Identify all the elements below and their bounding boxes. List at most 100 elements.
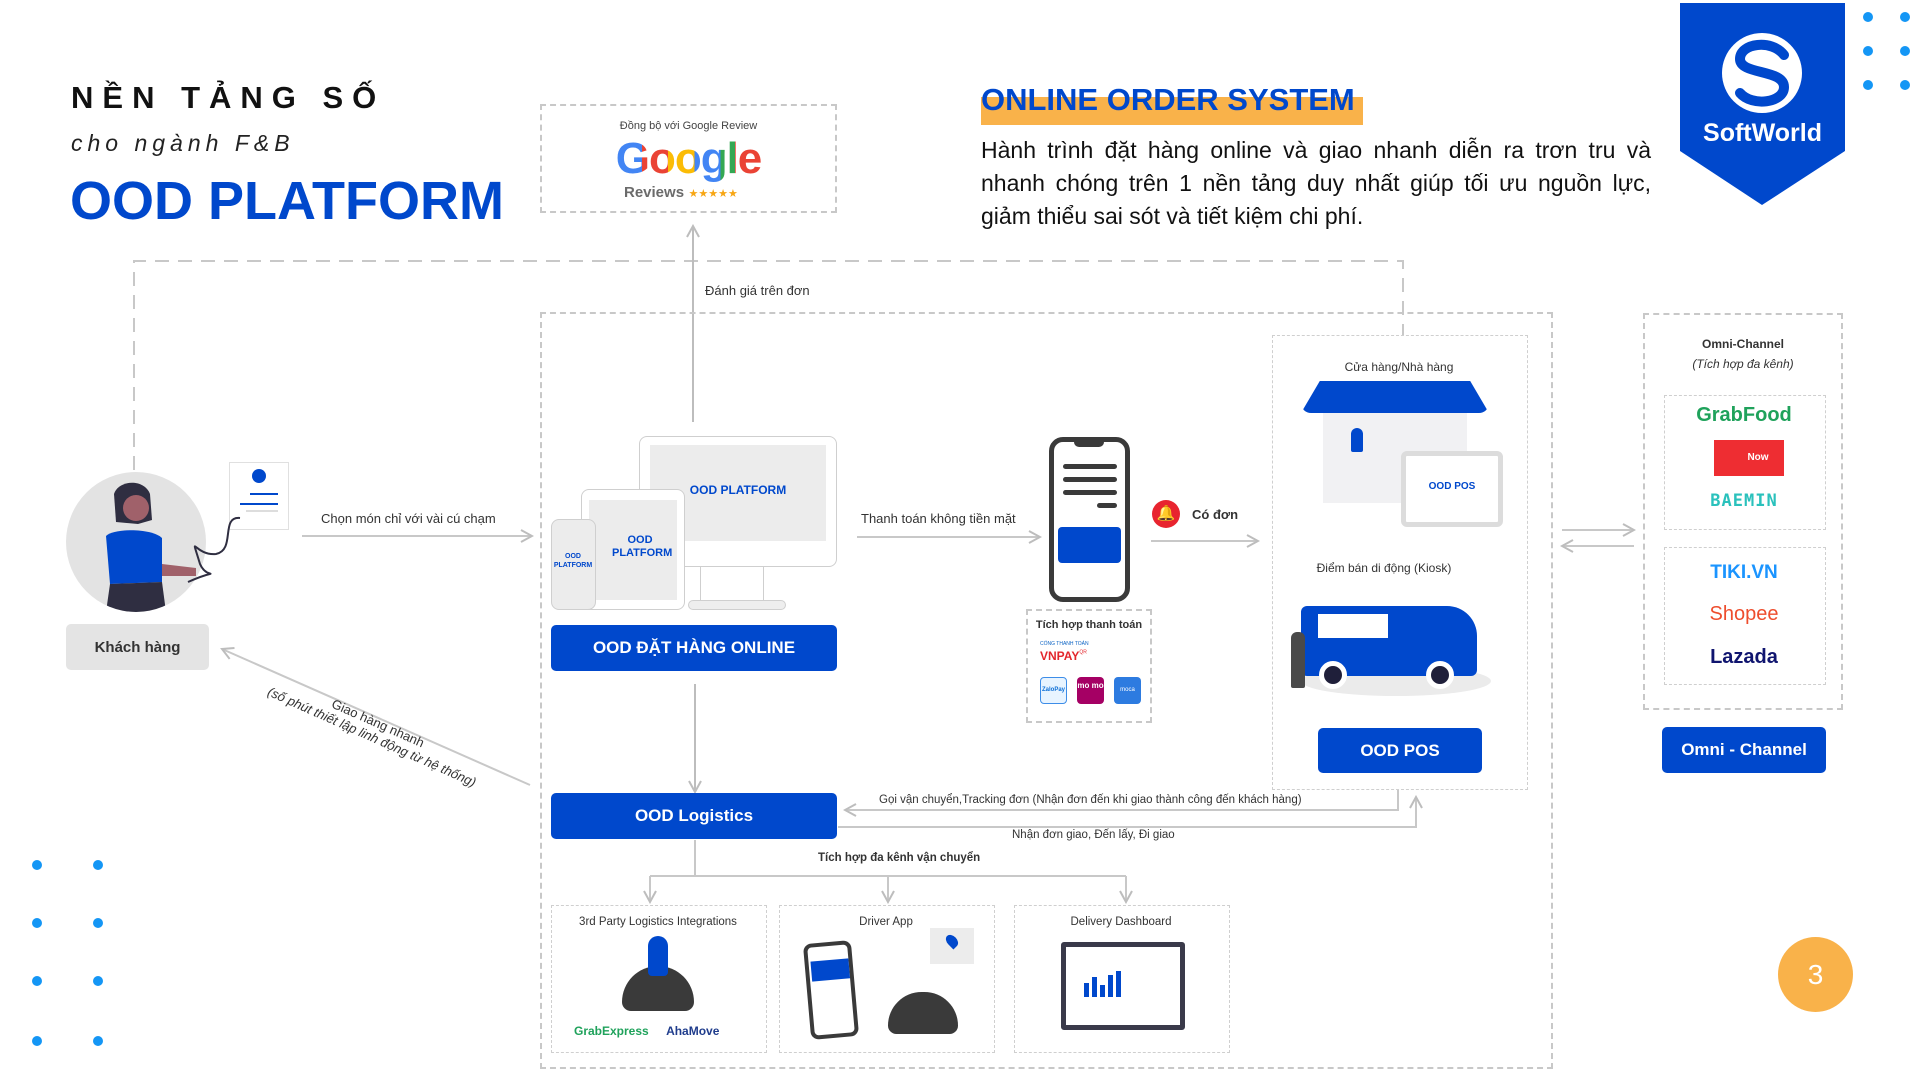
vnpay-sup: QR xyxy=(1079,649,1087,656)
online-order-button[interactable]: OOD ĐẶT HÀNG ONLINE xyxy=(551,625,837,671)
dashboard-monitor-icon xyxy=(1061,942,1185,1030)
lazada-logo: Lazada xyxy=(1710,646,1778,668)
tablet-screen xyxy=(589,500,677,600)
moca-logo: moca xyxy=(1114,677,1141,704)
decor-dot xyxy=(1900,12,1910,22)
grabexpress-logo: GrabExpress xyxy=(574,1024,649,1038)
truck-window xyxy=(1318,614,1388,638)
pos-button[interactable]: OOD POS xyxy=(1318,728,1482,773)
rider-icon xyxy=(648,936,668,976)
omni-box: Omni-Channel (Tích hợp đa kênh) GrabFood… xyxy=(1643,313,1843,710)
food-apps-group: GrabFood Now BAEMIN xyxy=(1664,395,1826,530)
momo-logo: mo mo xyxy=(1077,677,1104,704)
phone-notch xyxy=(1074,440,1104,447)
phone-line xyxy=(1063,477,1117,482)
vnpay-top: CỔNG THANH TOÁN xyxy=(1040,641,1089,647)
card-driver-title: Driver App xyxy=(859,916,913,928)
kiosk-label: Điểm bán di động (Kiosk) xyxy=(1316,561,1452,575)
decor-dot xyxy=(1900,80,1910,90)
decor-dot xyxy=(32,860,42,870)
chart-bar xyxy=(1084,983,1089,997)
ecommerce-group: TIKI.VN Shopee Lazada xyxy=(1664,547,1826,685)
form-line xyxy=(246,510,278,512)
page-title: OOD PLATFORM xyxy=(70,171,504,231)
logistics-card-3pl: 3rd Party Logistics Integrations GrabExp… xyxy=(551,905,767,1053)
baemin-logo: BAEMIN xyxy=(1710,491,1778,511)
logo-text: SoftWorld xyxy=(1703,119,1822,147)
page-number: 3 xyxy=(1778,937,1853,1012)
logistics-button[interactable]: OOD Logistics xyxy=(551,793,837,839)
zalopay-logo: ZaloPay xyxy=(1040,677,1067,704)
system-frame xyxy=(540,312,1553,1069)
driver-phone-icon xyxy=(802,940,860,1040)
decor-dot xyxy=(93,918,103,928)
decor-dot xyxy=(1900,46,1910,56)
call-shipping-label: Gọi vận chuyển,Tracking đơn (Nhận đơn đế… xyxy=(879,794,1302,806)
truck-wheel xyxy=(1319,661,1347,689)
header-subtitle: cho ngành F&B xyxy=(71,130,295,156)
decor-dot xyxy=(93,1036,103,1046)
chart-bar xyxy=(1116,971,1121,997)
phone-device: OOD PLATFORM xyxy=(551,519,596,610)
truck-wheel xyxy=(1426,661,1454,689)
payment-integration-box: Tích hợp thanh toán CỔNG THANH TOÁN VNPA… xyxy=(1026,609,1152,723)
customer-person-icon xyxy=(106,482,196,612)
tiki-logo: TIKI.VN xyxy=(1710,562,1778,583)
decor-dot xyxy=(1863,80,1873,90)
phone-line xyxy=(1063,464,1117,469)
cashless-edge-label: Thanh toán không tiền mặt xyxy=(861,511,1016,526)
decor-dot xyxy=(32,1036,42,1046)
review-edge-label: Đánh giá trên đơn xyxy=(705,283,810,298)
omni-channel-button[interactable]: Omni - Channel xyxy=(1662,727,1826,773)
vnpay-word: VNPAY xyxy=(1040,649,1080,663)
decor-dot xyxy=(32,976,42,986)
intro-heading-highlight xyxy=(981,97,1363,125)
now-logo: Now xyxy=(1714,440,1784,476)
logistics-card-dashboard: Delivery Dashboard xyxy=(1014,905,1230,1053)
form-line xyxy=(240,503,278,505)
pos-box: Cửa hàng/Nhà hàng OOD POS Điểm bán di độ… xyxy=(1272,335,1528,790)
card-3pl-title: 3rd Party Logistics Integrations xyxy=(579,916,737,928)
multi-shipping-label: Tích hợp đa kênh vận chuyển xyxy=(818,852,981,864)
payment-phone xyxy=(1049,437,1130,602)
card-dashboard-title: Delivery Dashboard xyxy=(1070,916,1172,928)
tablet-device: OOD PLATFORM xyxy=(581,489,685,610)
decor-dot xyxy=(1863,12,1873,22)
desktop-screen-label: OOD PLATFORM xyxy=(689,483,787,497)
logo-shield-icon xyxy=(1680,3,1845,205)
decor-dot xyxy=(32,918,42,928)
google-review-box: Đồng bộ với Google Review Google Reviews… xyxy=(540,104,837,213)
google-stars-icon: ★★★★★ xyxy=(688,188,738,200)
phone-line xyxy=(1097,503,1117,508)
customer-avatar xyxy=(66,472,206,612)
delivery-label-line1: Giao hàng nhanh xyxy=(329,696,427,751)
pin xyxy=(943,932,961,950)
chef-icon xyxy=(1351,428,1363,452)
logistics-card-driver: Driver App xyxy=(779,905,995,1053)
desktop-base xyxy=(688,600,786,610)
credit-card-icon xyxy=(1058,527,1121,563)
pos-tablet-label: OOD POS xyxy=(1428,481,1476,492)
payment-integration-title: Tích hợp thanh toán xyxy=(1035,619,1143,631)
customer-label: Khách hàng xyxy=(66,624,209,670)
delivery-edge-label: Giao hàng nhanh (số phút thiết lập linh … xyxy=(250,663,500,796)
chart-bar xyxy=(1092,977,1097,997)
pos-tablet: OOD POS xyxy=(1401,451,1503,527)
omni-subtitle: (Tích hợp đa kênh) xyxy=(1692,357,1794,371)
decor-dot xyxy=(1863,46,1873,56)
store-label: Cửa hàng/Nhà hàng xyxy=(1344,360,1454,374)
chart-bar xyxy=(1108,975,1113,997)
store-awning-icon xyxy=(1301,381,1489,413)
google-review-caption: Đồng bộ với Google Review xyxy=(619,120,758,132)
chart-bar xyxy=(1100,985,1105,997)
shopee-logo: Shopee xyxy=(1709,603,1779,625)
driver-scooter-icon xyxy=(888,992,958,1034)
softworld-logo: SoftWorld xyxy=(1680,3,1845,205)
decor-dot xyxy=(93,860,103,870)
pickup-label: Nhận đơn giao, Đến lấy, Đi giao xyxy=(1012,829,1175,841)
choose-edge-label: Chọn món chỉ với vài cú chạm xyxy=(321,511,496,526)
omni-title: Omni-Channel xyxy=(1701,337,1784,351)
bell-icon: 🔔 xyxy=(1152,500,1180,528)
customer-cable-icon xyxy=(187,516,241,583)
grabfood-logo: GrabFood xyxy=(1696,404,1792,426)
